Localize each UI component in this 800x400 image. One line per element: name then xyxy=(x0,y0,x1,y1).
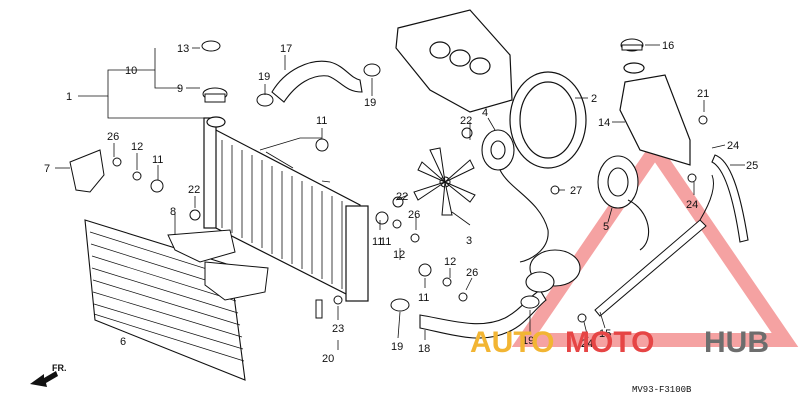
cylinder-head-cover xyxy=(395,9,513,113)
callout-label: 16 xyxy=(662,40,674,52)
fan-motor xyxy=(481,129,549,263)
lower-hose xyxy=(419,289,547,339)
fasteners xyxy=(112,40,708,323)
callout-label: 11 xyxy=(380,236,391,248)
bracket xyxy=(167,229,269,301)
watermark-auto: AUTO xyxy=(470,326,554,359)
upper-hose xyxy=(271,60,363,103)
radiator-cap xyxy=(202,87,228,103)
callout-label: 22 xyxy=(396,191,408,203)
callout-label: 26 xyxy=(107,131,119,143)
reserve-tank xyxy=(619,62,691,166)
callout-label: 22 xyxy=(460,115,472,127)
callout-label: 12 xyxy=(131,141,143,153)
radiator xyxy=(203,116,369,302)
callout-label: 11 xyxy=(372,236,383,248)
callout-label: 24 xyxy=(581,338,593,350)
callout-labels: 1 10 13 9 17 19 19 11 26 12 11 7 22 8 6 … xyxy=(44,40,758,365)
watermark-triangle xyxy=(511,137,799,347)
callout-label: 9 xyxy=(177,83,183,95)
watermark-logo: AUTO MOTO HUB xyxy=(470,326,769,359)
callout-label: 11 xyxy=(316,115,327,127)
callout-label: 8 xyxy=(170,206,176,218)
callout-label: 10 xyxy=(125,65,137,77)
callout-label: 7 xyxy=(44,163,50,175)
callout-label: 20 xyxy=(322,353,334,365)
callout-label: 13 xyxy=(177,43,189,55)
callout-label: 27 xyxy=(570,185,582,197)
fan-blade xyxy=(413,147,476,216)
thermo-fan-assembly xyxy=(597,155,649,251)
mount-bracket xyxy=(69,149,105,193)
callout-label: 21 xyxy=(697,88,709,100)
overflow-hose xyxy=(711,154,749,243)
callout-label: 5 xyxy=(603,221,609,233)
callout-label: 26 xyxy=(408,209,420,221)
callout-label: 11 xyxy=(152,154,163,166)
callout-label: 1 xyxy=(66,91,72,103)
callout-label: 14 xyxy=(598,117,610,129)
diagram-code: MV93-F3100B xyxy=(632,385,692,395)
front-indicator-text: FR. xyxy=(52,363,67,373)
callout-label: 19 xyxy=(364,97,376,109)
siphon-tube xyxy=(594,174,714,317)
callout-label: 2 xyxy=(591,93,597,105)
callout-label: 17 xyxy=(280,43,292,55)
callout-label: 18 xyxy=(418,343,430,355)
callout-label: 12 xyxy=(393,249,405,261)
callout-label: 3 xyxy=(466,235,472,247)
callout-label: 15 xyxy=(599,328,611,340)
front-arrow-icon: FR. xyxy=(30,363,67,387)
callout-label: 24 xyxy=(727,140,739,152)
reserve-tank-cap xyxy=(620,38,644,52)
callout-label: 19 xyxy=(258,71,270,83)
fan-shroud xyxy=(509,71,587,169)
callout-label: 19 xyxy=(391,341,403,353)
callout-label: 25 xyxy=(746,160,758,172)
callout-label: 24 xyxy=(686,199,698,211)
water-pump xyxy=(525,249,581,293)
callout-label: 11 xyxy=(418,292,429,304)
callout-label: 12 xyxy=(444,256,456,268)
callout-label: 22 xyxy=(188,184,200,196)
watermark-moto: MOTO xyxy=(565,326,654,359)
callout-label: 4 xyxy=(482,107,488,119)
callout-label: 19 xyxy=(522,335,534,347)
callout-label: 23 xyxy=(332,323,344,335)
watermark-hub: HUB xyxy=(704,326,769,359)
callout-label: 6 xyxy=(120,336,126,348)
leader-lines xyxy=(55,44,745,350)
callout-label: 26 xyxy=(466,267,478,279)
